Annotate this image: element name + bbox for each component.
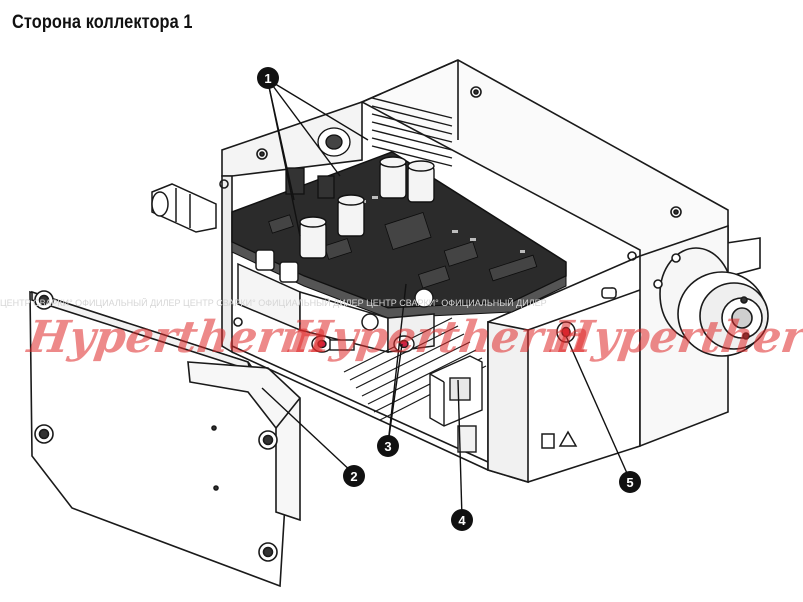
plate-screws xyxy=(34,290,278,562)
callout-number: 5 xyxy=(626,475,633,490)
callout-4: 4 xyxy=(451,509,473,531)
cover-plate xyxy=(29,290,301,588)
front-panel-details xyxy=(541,287,617,449)
dealer-watermark: ЦЕНТР СВАРКИ° ОФИЦИАЛЬНЫЙ ДИЛЕР ЦЕНТР СВ… xyxy=(0,298,547,308)
callout-1: 1 xyxy=(257,67,279,89)
callout-3: 3 xyxy=(377,435,399,457)
leader-lines xyxy=(261,81,631,519)
callout-2: 2 xyxy=(343,465,365,487)
manifold-block xyxy=(237,249,435,353)
callout-number: 3 xyxy=(384,439,391,454)
solenoid-bracket xyxy=(429,355,483,453)
page-title: Сторона коллектора 1 xyxy=(12,12,193,33)
callout-number: 2 xyxy=(350,469,357,484)
callout-number: 4 xyxy=(458,513,466,528)
callout-number: 1 xyxy=(264,71,271,86)
pressure-sensors xyxy=(299,156,435,259)
outlet-connector xyxy=(653,247,769,357)
vent-louvres xyxy=(371,97,453,167)
callout-5: 5 xyxy=(619,471,641,493)
gas-inlet-fitting xyxy=(151,183,217,233)
